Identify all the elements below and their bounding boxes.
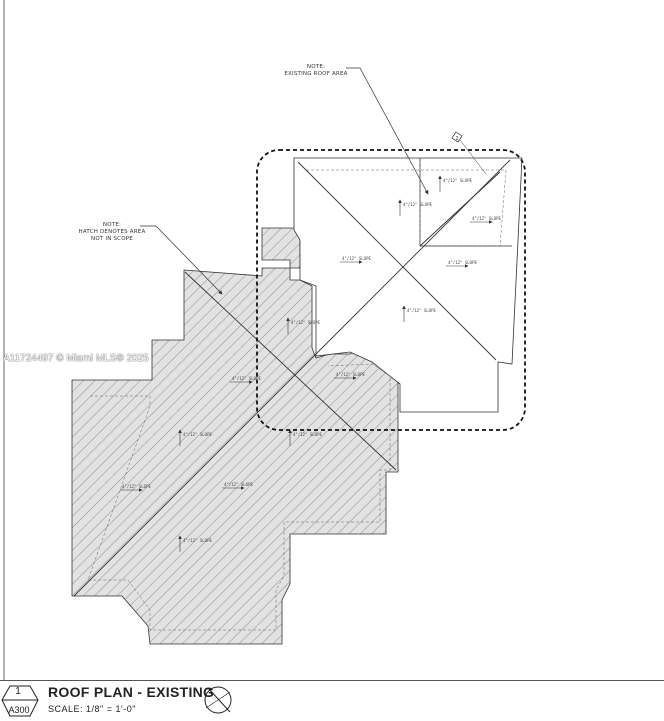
- hip-lines: [73, 159, 511, 597]
- slope-label: 4"/12" SLOPE: [342, 256, 371, 261]
- sheet-number: A300: [8, 705, 30, 715]
- slope-label: 4"/12" SLOPE: [448, 260, 477, 265]
- slope-label: 4"/12" SLOPE: [472, 216, 501, 221]
- slope-label: 4"/12" SLOPE: [291, 320, 320, 325]
- slope-label: 4"/12" SLOPE: [403, 202, 432, 207]
- slope-label: 4"/12" SLOPE: [443, 178, 472, 183]
- view-number: 1: [15, 686, 21, 697]
- note-existing-roof: NOTE: EXISTING ROOF AREA: [276, 64, 356, 78]
- leader-hatch: [140, 225, 223, 295]
- existing-roof-area: [293, 157, 523, 413]
- view-bubble: [1, 685, 39, 717]
- drawing-scale: SCALE: 1/8" = 1'-0": [48, 704, 136, 714]
- slope-label: 4"/12" SLOPE: [293, 432, 322, 437]
- note-hatch: NOTE: HATCH DENOTES AREA NOT IN SCOPE: [70, 222, 154, 243]
- scope-boundary: [256, 149, 526, 431]
- slope-label: 4"/12" SLOPE: [407, 308, 436, 313]
- north-arrow-icon: [204, 686, 232, 714]
- svg-text:2: 2: [456, 136, 459, 142]
- watermark: A11724497 © Miami MLS® 2025: [3, 353, 149, 364]
- note-hatch-line3: NOT IN SCOPE: [91, 236, 133, 242]
- slope-label: 4"/12" SLOPE: [122, 484, 151, 489]
- slope-label: 4"/12" SLOPE: [336, 372, 365, 377]
- note-existing-roof-line1: NOTE:: [306, 64, 326, 70]
- title-block: [0, 680, 664, 721]
- revision-tag: 2: [451, 131, 487, 175]
- leader-existing-roof: [346, 67, 429, 195]
- note-hatch-line2: HATCH DENOTES AREA: [78, 229, 146, 235]
- slope-label: 4"/12" SLOPE: [232, 376, 261, 381]
- slope-arrows: 4"/12" SLOPE 4"/12" SLOPE 4"/12" SLOPE 4"/1…: [120, 175, 501, 552]
- slope-label: 4"/12" SLOPE: [224, 482, 253, 487]
- drawing-title: ROOF PLAN - EXISTING: [48, 684, 215, 700]
- slope-label: 4"/12" SLOPE: [183, 538, 212, 543]
- hatched-roof-area: [71, 227, 399, 645]
- note-hatch-line1: NOTE:: [102, 222, 122, 228]
- note-existing-roof-line2: EXISTING ROOF AREA: [284, 71, 348, 77]
- slope-label: 4"/12" SLOPE: [183, 432, 212, 437]
